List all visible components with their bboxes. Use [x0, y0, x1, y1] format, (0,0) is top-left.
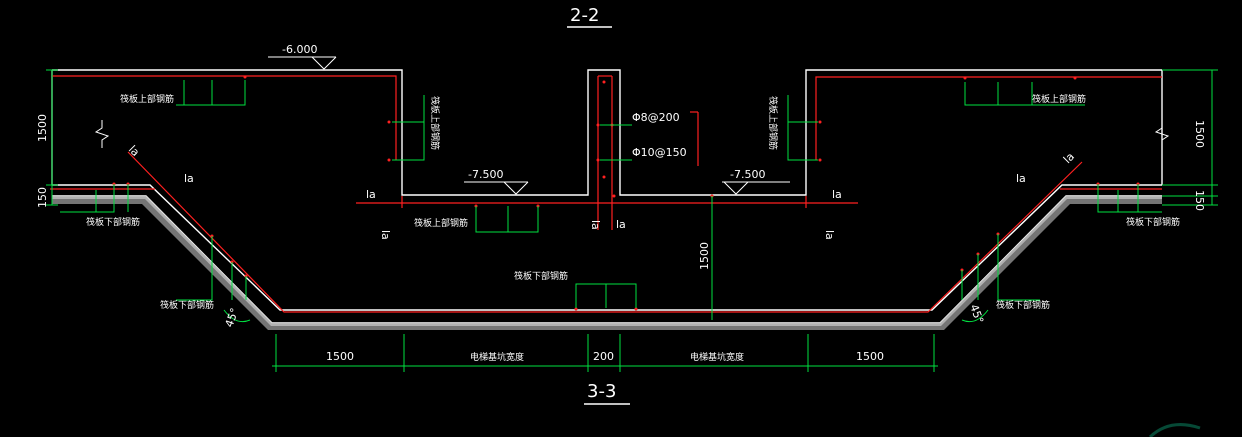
rebar-lines: [50, 75, 1162, 313]
label-slope-right: 筏板下部钢筋: [996, 299, 1050, 311]
anchor-label: la: [184, 172, 194, 185]
section-title-bottom: 3-3: [587, 381, 616, 402]
anchor-labels: la la la la la la la la la la: [126, 143, 1077, 240]
leader-lines: [46, 69, 1218, 372]
label-raft-top-left: 筏板上部钢筋: [120, 93, 174, 105]
elevation-bottom-right: -7.500: [730, 168, 765, 181]
bottom-dim-chain: 1500 电梯基坑宽度 200 电梯基坑宽度 1500: [326, 350, 884, 363]
anchor-label: la: [616, 218, 626, 231]
angle-label-right: 45°: [967, 303, 986, 326]
rebar-spec-bottom: Φ10@150: [632, 146, 687, 159]
dim-chain-5: 1500: [856, 350, 884, 363]
elevation-markers: [268, 56, 790, 195]
anchor-label: la: [823, 230, 836, 240]
anchor-label: la: [126, 143, 142, 159]
anchor-label: la: [366, 188, 376, 201]
anchor-label: la: [1061, 150, 1077, 166]
dim-chain-2: 电梯基坑宽度: [470, 351, 524, 363]
section-title-top: 2-2: [570, 5, 599, 26]
elevation-top-left: -6.000: [282, 43, 317, 56]
anchor-label: la: [832, 188, 842, 201]
dim-chain-4: 电梯基坑宽度: [690, 351, 744, 363]
anchor-label: la: [589, 220, 602, 230]
concrete-outline: [51, 69, 1163, 324]
label-raft-bottom-left: 筏板下部钢筋: [86, 216, 140, 228]
rebar-spec-top: Φ8@200: [632, 111, 680, 124]
label-raft-top-mid: 筏板上部钢筋: [414, 217, 468, 229]
dim-left-small: 150: [36, 187, 49, 208]
angle-label-left: 45°: [223, 306, 242, 329]
dim-left-height: 1500: [36, 114, 49, 142]
anchor-label: la: [379, 230, 392, 240]
dim-chain-3: 200: [593, 350, 614, 363]
rebar-dots: [112, 75, 1140, 311]
label-wall-left: 筏板上部钢筋: [429, 96, 441, 150]
label-slope-left: 筏板下部钢筋: [160, 299, 214, 311]
label-raft-bottom-right: 筏板下部钢筋: [1126, 216, 1180, 228]
dim-right-small: 150: [1193, 190, 1206, 211]
corner-artifact: [1148, 423, 1201, 437]
dim-chain-1: 1500: [326, 350, 354, 363]
label-wall-right: 筏板上部钢筋: [767, 96, 779, 150]
dim-pit-depth: 1500: [698, 242, 711, 270]
anchor-label: la: [1016, 172, 1026, 185]
break-marks: [94, 120, 1170, 148]
label-raft-top-right: 筏板上部钢筋: [1032, 93, 1086, 105]
elevation-bottom-left: -7.500: [468, 168, 503, 181]
dim-right-height: 1500: [1193, 120, 1206, 148]
label-raft-bottom-center: 筏板下部钢筋: [514, 270, 568, 282]
